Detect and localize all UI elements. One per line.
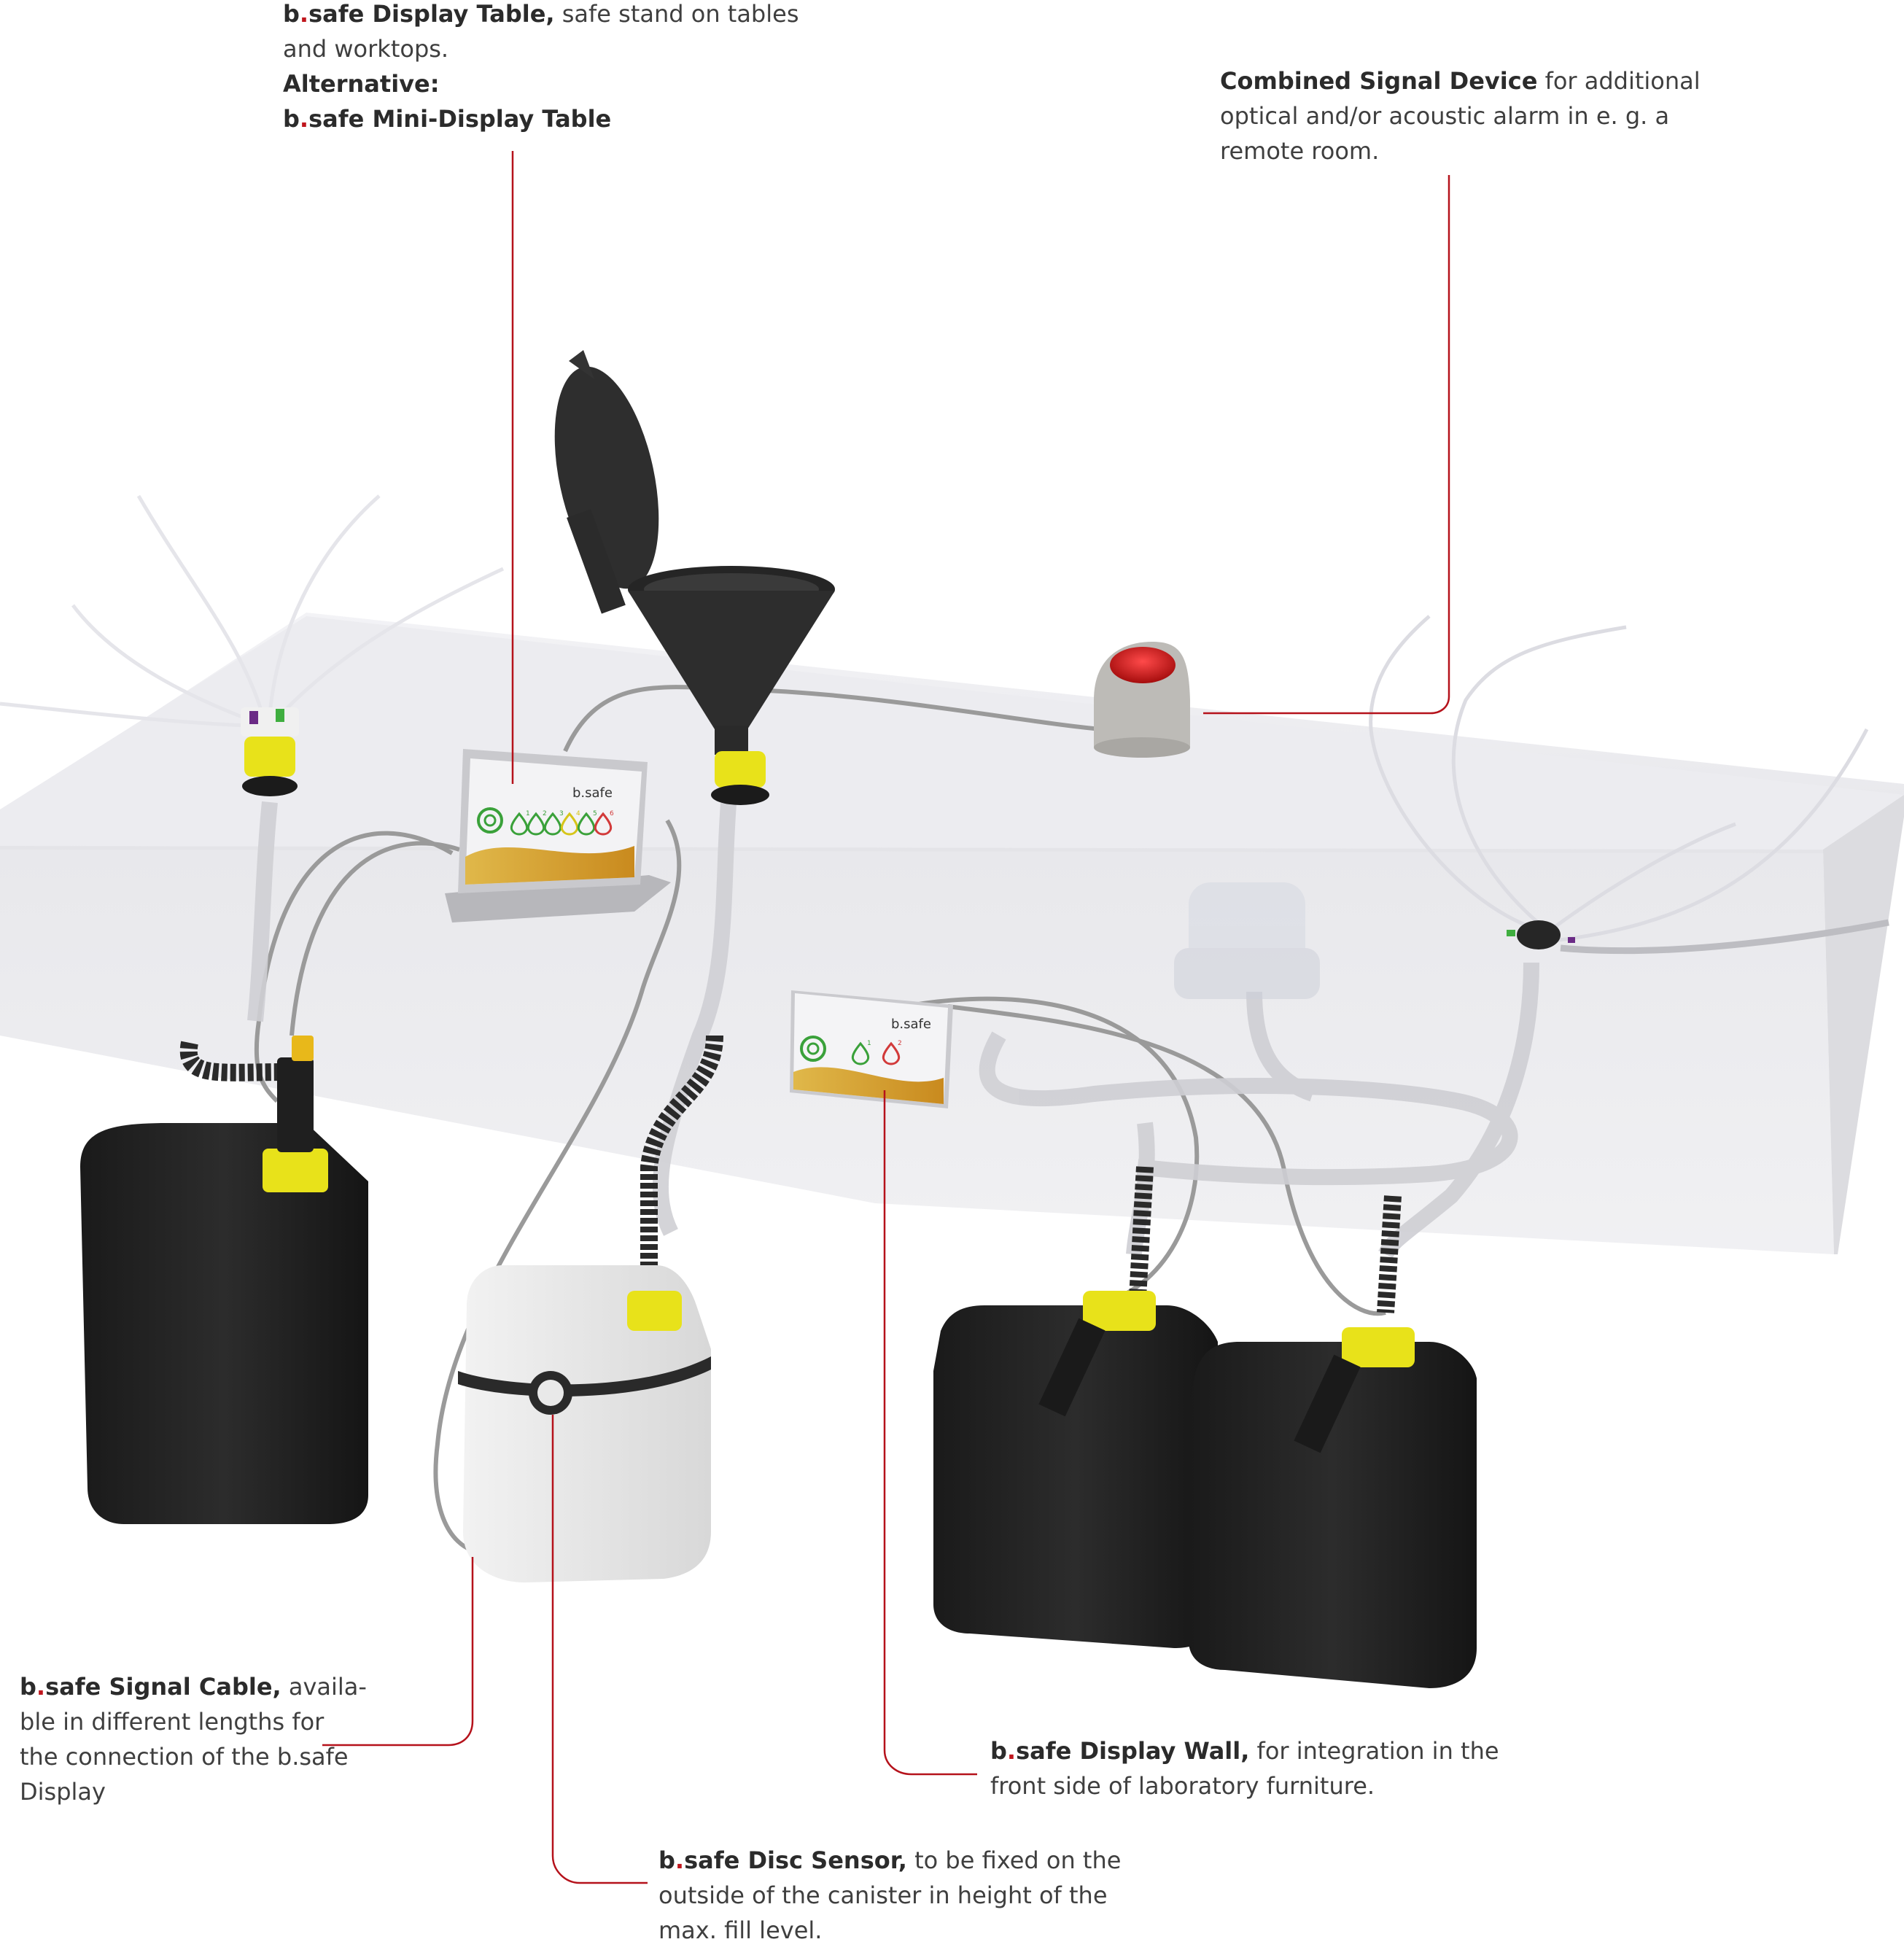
devices.display_table_numbers-number: 3 bbox=[559, 810, 564, 817]
combined-signal-device bbox=[1094, 642, 1190, 758]
devices.display_table_numbers-drop-icon bbox=[594, 812, 613, 836]
label-disc-sensor: b.safe Disc Sensor, to be fixed on the o… bbox=[658, 1846, 1122, 1944]
ghost-waste-collector bbox=[1174, 882, 1320, 999]
devices.display_wall_numbers-drop-icon bbox=[851, 1041, 870, 1065]
devices.display_wall_numbers-drop-icon bbox=[882, 1041, 901, 1065]
leader-signal-device bbox=[1203, 175, 1450, 715]
label-display-wall: b.safe Display Wall, for integration in … bbox=[990, 1737, 1499, 1800]
devices.display_table_numbers-number: 1 bbox=[526, 810, 530, 817]
leader-lines bbox=[322, 151, 1450, 1884]
leader-disc-sensor bbox=[551, 1415, 648, 1884]
black-canister-left bbox=[80, 1036, 368, 1524]
devices.display_table_numbers-number: 6 bbox=[610, 810, 614, 817]
waste-tubes bbox=[247, 794, 1539, 1259]
label-display-table: b.safe Display Table, safe stand on tabl… bbox=[283, 0, 799, 133]
devices.display_table_numbers-number: 5 bbox=[593, 810, 597, 817]
power-ring-icon bbox=[477, 807, 503, 834]
red-lamp bbox=[1110, 647, 1176, 683]
devices.display_table_numbers-drop-icon bbox=[543, 812, 562, 836]
black-canister-right-1 bbox=[933, 1291, 1218, 1648]
devices.display_table_numbers-drop-icon bbox=[526, 812, 545, 836]
devices.display_table_numbers-drop-icon bbox=[510, 812, 529, 836]
label-signal-cable: b.safe Signal Cable, availa- ble in diff… bbox=[20, 1673, 367, 1806]
level-indicator-drops: 1 2 3 4 5 6 bbox=[510, 810, 614, 836]
devices.display_table_numbers-number: 4 bbox=[576, 810, 580, 817]
white-canister bbox=[458, 1265, 711, 1582]
black-canister-right-2 bbox=[1189, 1327, 1477, 1688]
devices.display_wall_numbers-number: 2 bbox=[898, 1040, 902, 1047]
leader-display-wall bbox=[883, 1090, 977, 1776]
display-table-logo: b.safe bbox=[572, 785, 613, 801]
devices.display_table_numbers-drop-icon bbox=[577, 812, 596, 836]
table-side-edge bbox=[1823, 795, 1904, 1254]
safety-cap-with-tubes bbox=[0, 494, 505, 796]
black-hoses bbox=[179, 1035, 1402, 1313]
devices.display_wall_numbers-number: 1 bbox=[867, 1040, 871, 1047]
label-signal-device: Combined Signal Device for additional op… bbox=[1220, 67, 1701, 165]
wall-power-ring-icon bbox=[800, 1036, 826, 1062]
devices.display_table_numbers-number: 2 bbox=[543, 810, 547, 817]
safety-funnel bbox=[554, 350, 835, 805]
right-tube-connector bbox=[1369, 615, 1889, 955]
devices.display_table_numbers-drop-icon bbox=[560, 812, 579, 836]
display-wall-logo: b.safe bbox=[891, 1017, 931, 1032]
funnel-yellow-cap bbox=[715, 751, 766, 788]
leader-signal-cable bbox=[322, 1557, 474, 1747]
display-table-device: b.safe 1 2 3 4 5 6 bbox=[445, 749, 671, 922]
